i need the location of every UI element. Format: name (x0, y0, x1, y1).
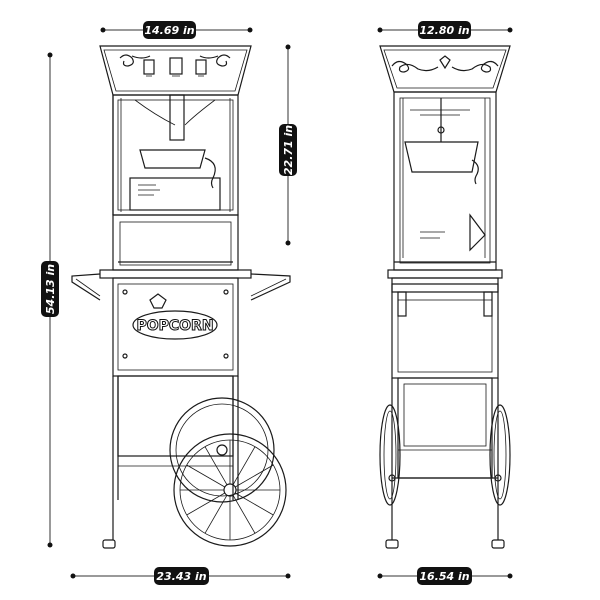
side-wheel-right (489, 404, 511, 506)
wheel-spoke (204, 494, 228, 534)
front-total-height-label: 54.13 in (44, 264, 57, 314)
front-wheel-back (169, 397, 275, 503)
front-cabinet-height-dimension: 22.71 in (279, 44, 297, 246)
front-handle-left (71, 273, 101, 301)
side-scroll-right (451, 60, 499, 73)
front-top-sign-panel (99, 45, 252, 96)
wheel-spoke (186, 464, 226, 488)
side-wheel-left (379, 404, 401, 506)
side-base-width-label: 16.54 in (419, 570, 469, 583)
side-handle-bar (391, 283, 499, 293)
side-top-width-label: 12.80 in (419, 24, 469, 37)
wheel-spoke (234, 464, 274, 488)
front-top-width-dimension: 14.69 in (100, 21, 253, 39)
front-kettle-shaft (169, 94, 185, 141)
wheel-spoke (232, 494, 256, 534)
front-base-width-dimension: 23.43 in (70, 567, 291, 585)
wheel-spoke (204, 446, 228, 486)
front-shelf (99, 269, 252, 279)
side-cabinet (393, 91, 497, 271)
front-base-width-label: 23.43 in (156, 570, 206, 583)
side-kettle (404, 141, 479, 173)
front-handle-right (250, 273, 291, 301)
side-view-cart (379, 45, 511, 549)
front-lower-frame (117, 375, 234, 457)
popcorn-sign-text: POPCORN (136, 318, 213, 334)
side-base-width-dimension: 16.54 in (377, 567, 513, 585)
front-scroll-right (199, 54, 231, 67)
side-lower-frame (397, 377, 493, 479)
wheel-spoke (186, 492, 226, 516)
wheel-spoke (234, 492, 274, 516)
side-top-width-dimension: 12.80 in (377, 21, 513, 39)
front-scroll-left (119, 54, 151, 67)
front-cabinet-height-label: 22.71 in (282, 125, 295, 175)
side-scroll-left (391, 60, 439, 73)
front-total-height-dimension: 54.13 in (41, 52, 59, 548)
front-kettle (139, 149, 206, 169)
popcorn-sign: POPCORN (132, 310, 218, 340)
side-base-cabinet (391, 277, 499, 379)
front-view-cart: POPCORN (71, 45, 291, 549)
front-top-width-label: 14.69 in (144, 24, 194, 37)
side-shelf (387, 269, 503, 279)
wheel-spoke (232, 446, 256, 486)
front-wheel-front (173, 433, 287, 547)
